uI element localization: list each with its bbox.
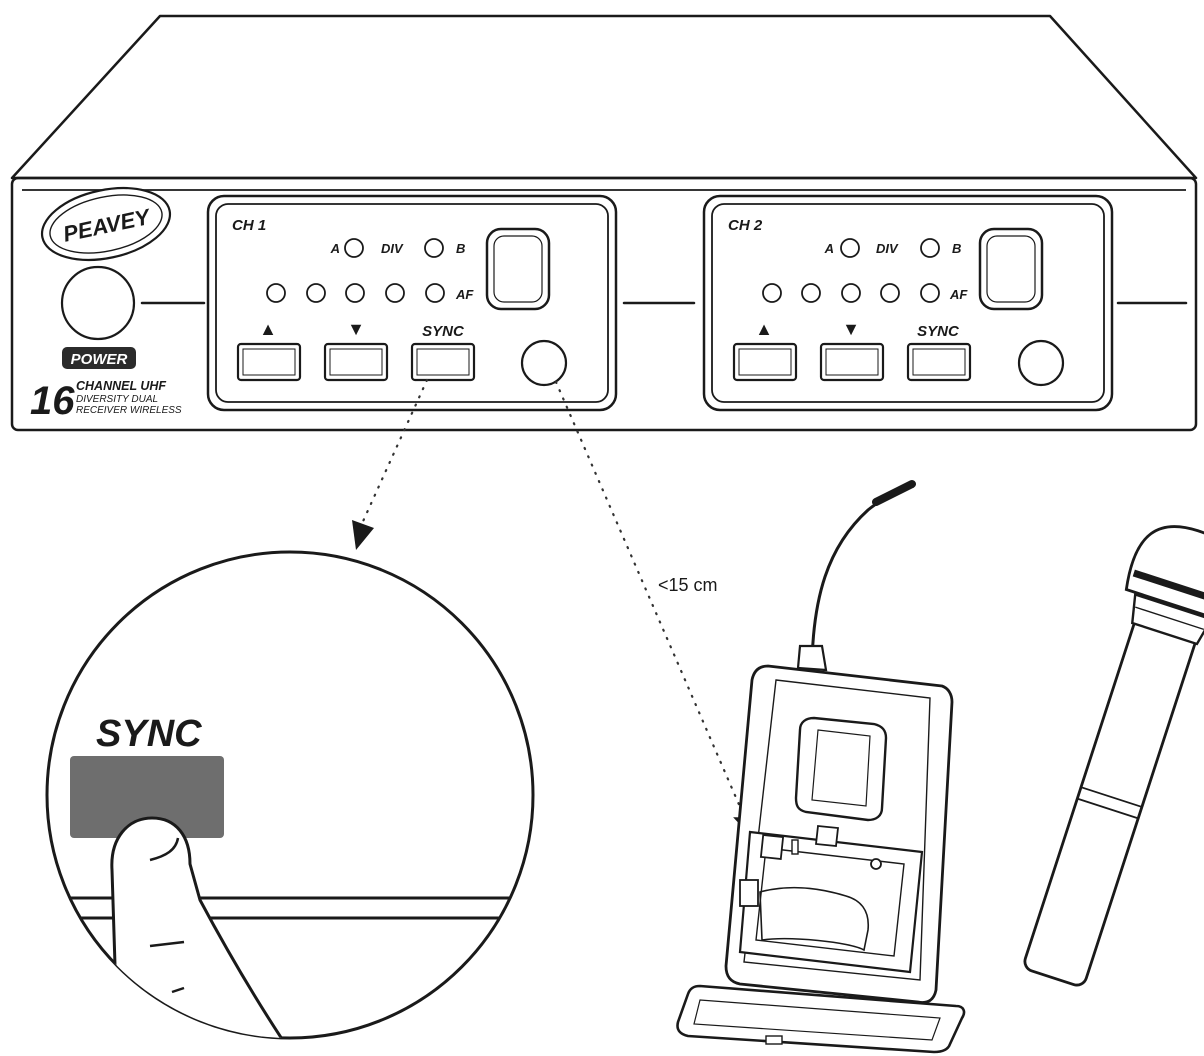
up-arrow-icon: ▲ bbox=[259, 319, 277, 339]
led-a-label: A bbox=[824, 241, 834, 256]
af-led bbox=[425, 283, 445, 303]
down-arrow-icon: ▼ bbox=[347, 319, 365, 339]
ir-receiver-window bbox=[759, 834, 785, 860]
model-line-3: RECEIVER WIRELESS bbox=[76, 405, 182, 416]
af-led bbox=[920, 283, 940, 303]
channel-1-display bbox=[485, 227, 551, 311]
up-arrow-icon: ▲ bbox=[755, 319, 773, 339]
channel-1-outer-frame bbox=[206, 194, 618, 412]
channel-1-inner-frame bbox=[215, 203, 609, 403]
model-line-1: CHANNEL UHF bbox=[76, 379, 166, 393]
led-div-label: DIV bbox=[381, 241, 404, 256]
led-af-label: AF bbox=[455, 287, 474, 302]
channel-2-outer-frame bbox=[702, 194, 1114, 412]
led-b bbox=[920, 238, 940, 258]
channel-2-ir-sensor bbox=[1017, 339, 1065, 387]
receiver-top-surface bbox=[10, 14, 1198, 180]
zoom-arrowhead-icon bbox=[352, 520, 374, 550]
led-a bbox=[840, 238, 860, 258]
af-led bbox=[345, 283, 365, 303]
channel-1-label: CH 1 bbox=[232, 217, 266, 234]
af-led bbox=[306, 283, 326, 303]
af-led bbox=[762, 283, 782, 303]
receiver-front-panel bbox=[10, 176, 1198, 432]
af-led bbox=[385, 283, 405, 303]
peavey-logo: PEAVEY bbox=[40, 187, 172, 261]
model-number: 16 bbox=[30, 379, 75, 423]
handheld-microphone bbox=[1023, 525, 1204, 987]
antenna-icon bbox=[810, 486, 907, 661]
channel-1-up-button[interactable] bbox=[236, 342, 302, 382]
channel-2-label: CH 2 bbox=[728, 217, 763, 234]
model-line-2: DIVERSITY DUAL bbox=[76, 394, 158, 405]
af-led bbox=[880, 283, 900, 303]
channel-2-display bbox=[978, 227, 1044, 311]
channel-2-module: CH 2 A DIV B AF ▲ ▼ SYNC bbox=[702, 194, 1114, 412]
channel-2-down-button[interactable] bbox=[819, 342, 885, 382]
led-b bbox=[424, 238, 444, 258]
sync-zoom-guide-line bbox=[358, 378, 429, 530]
belt-clip bbox=[794, 716, 888, 822]
zoom-sync-label: SYNC bbox=[96, 713, 202, 755]
led-b-label: B bbox=[952, 241, 961, 256]
sync-label: SYNC bbox=[917, 323, 960, 340]
sync-label: SYNC bbox=[422, 323, 465, 340]
led-div-label: DIV bbox=[876, 241, 899, 256]
led-a bbox=[344, 238, 364, 258]
zoom-sync-button[interactable] bbox=[70, 756, 224, 838]
bodypack-transmitter bbox=[676, 480, 966, 1054]
channel-1-ir-sensor bbox=[520, 339, 568, 387]
battery-icon bbox=[759, 886, 870, 952]
channel-1-down-button[interactable] bbox=[323, 342, 389, 382]
led-a-label: A bbox=[330, 241, 340, 256]
power-badge bbox=[62, 347, 136, 369]
channel-2-inner-frame bbox=[711, 203, 1105, 403]
led-b-label: B bbox=[456, 241, 465, 256]
ir-distance-guide-line bbox=[554, 380, 752, 832]
af-led bbox=[841, 283, 861, 303]
channel-1-module: CH 1 A DIV B AF ▲ ▼ SYNC bbox=[206, 194, 618, 412]
down-arrow-icon: ▼ bbox=[842, 319, 860, 339]
channel-2-up-button[interactable] bbox=[732, 342, 798, 382]
channel-2-sync-button[interactable] bbox=[906, 342, 972, 382]
power-button[interactable] bbox=[60, 265, 136, 341]
power-label: POWER bbox=[71, 351, 128, 368]
distance-label: <15 cm bbox=[658, 575, 718, 595]
receiver-unit: PEAVEY POWER 16 CHANNEL UHF DIVERSITY DU… bbox=[10, 14, 1198, 432]
af-led bbox=[266, 283, 286, 303]
led-af-label: AF bbox=[949, 287, 968, 302]
af-led bbox=[801, 283, 821, 303]
channel-1-sync-button[interactable] bbox=[410, 342, 476, 382]
sync-zoom-detail: SYNC bbox=[45, 550, 535, 1040]
battery-door[interactable] bbox=[676, 984, 966, 1054]
microphone-grille bbox=[1124, 525, 1204, 623]
